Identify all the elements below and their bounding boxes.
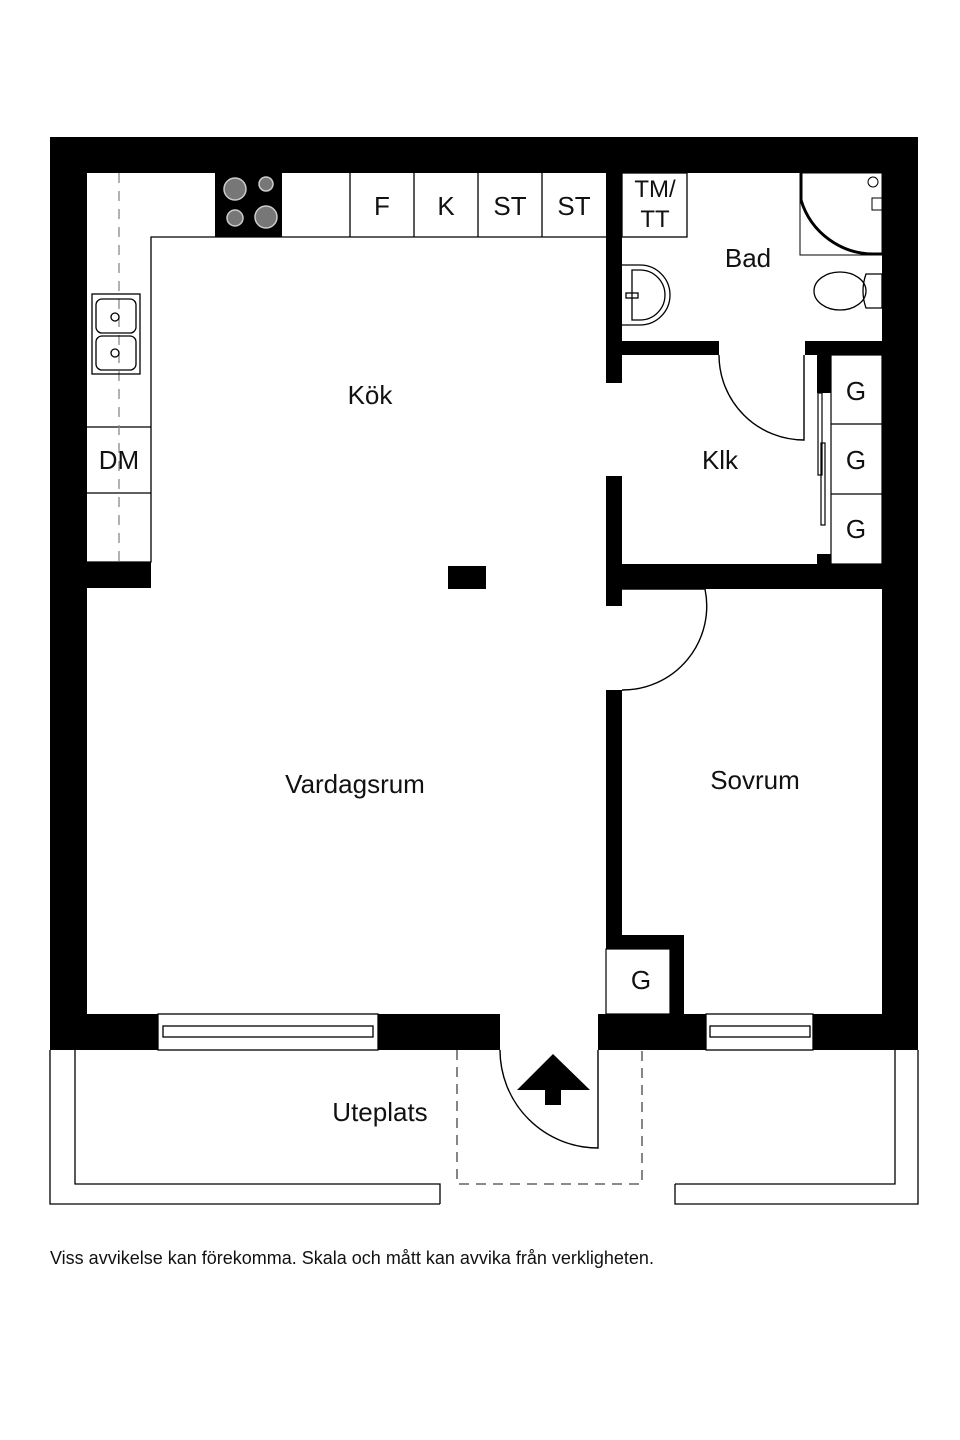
washbasin-icon <box>622 264 671 326</box>
cabinet-label: ST <box>557 191 591 221</box>
wardrobe-label-sovrum: G <box>630 965 652 995</box>
laundry-label-line1: TM/ <box>634 176 676 203</box>
room-label-vardagsrum: Vardagsrum <box>285 769 425 799</box>
kitchen-counter <box>87 173 606 563</box>
laundry-box <box>621 172 688 238</box>
shower-icon <box>799 172 883 256</box>
laundry-label-line2: TT <box>640 206 670 233</box>
dishwasher-label: DM <box>98 445 140 475</box>
room-label-sovrum: Sovrum <box>710 765 800 795</box>
walls <box>50 137 918 1050</box>
toilet-icon <box>813 271 883 311</box>
entrance-arrow-icon <box>517 1054 590 1105</box>
patio <box>49 1050 919 1205</box>
wardrobe-label: G <box>845 514 867 544</box>
room-label-klk: Klk <box>701 445 739 475</box>
room-label-kok: Kök <box>347 380 393 410</box>
room-label-bad: Bad <box>724 243 772 273</box>
stove-icon <box>215 173 282 237</box>
windows <box>157 1013 814 1051</box>
doors <box>499 354 805 1149</box>
wardrobe-label: G <box>845 445 867 475</box>
room-label-uteplats: Uteplats <box>332 1097 428 1127</box>
fridge-label: F <box>374 191 390 221</box>
wardrobe-label: G <box>845 376 867 406</box>
wardrobe-klk <box>817 354 883 565</box>
freezer-label: K <box>437 191 455 221</box>
disclaimer-text: Viss avvikelse kan förekomma. Skala och … <box>50 1248 654 1268</box>
double-sink-icon <box>91 293 141 375</box>
laundry-label: TM/ TT <box>634 175 675 235</box>
wardrobe-sovrum <box>605 948 671 1015</box>
cabinet-label: ST <box>493 191 527 221</box>
